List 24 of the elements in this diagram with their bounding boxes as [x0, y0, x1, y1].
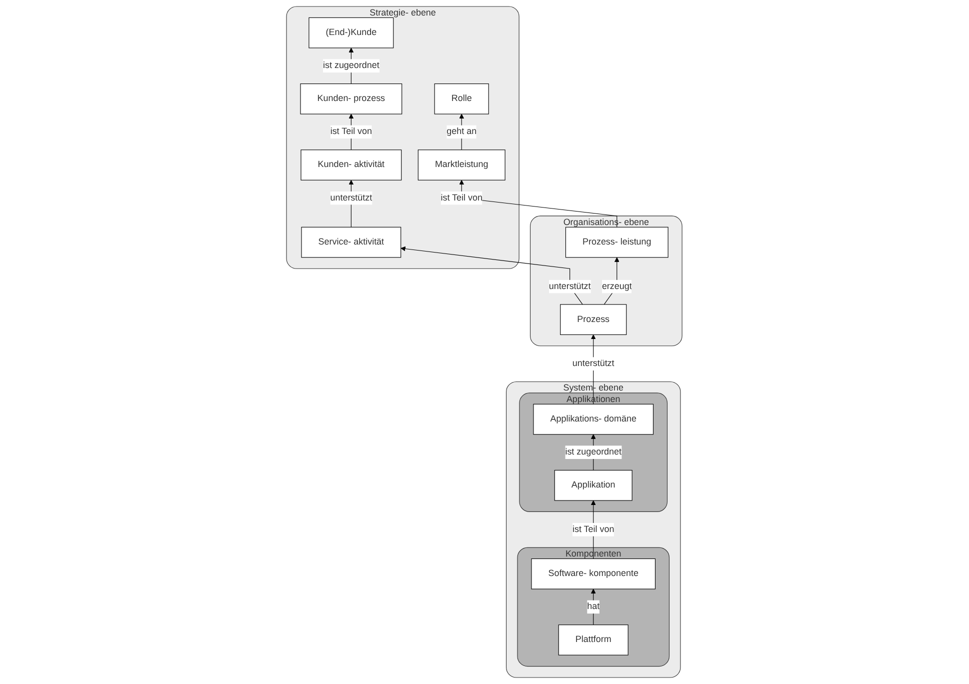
node-box: Prozess — [560, 304, 627, 335]
node-box: Kunden- aktivität — [300, 150, 402, 180]
edge-label: unterstützt — [572, 358, 614, 368]
node-box: (End-)Kunde — [308, 17, 394, 48]
node-box: Plattform — [558, 624, 629, 656]
edge-label: ist Teil von — [572, 524, 614, 534]
edge-label: ist Teil von — [330, 126, 372, 136]
node-box: Service- aktivität — [301, 226, 402, 258]
edge-label: hat — [587, 602, 600, 612]
edge-label: unterstützt — [549, 282, 591, 292]
edge-label: ist Teil von — [440, 193, 483, 203]
edge-label: geht an — [446, 126, 477, 136]
edge-label: erzeugt — [602, 282, 632, 292]
node-box: Rolle — [434, 84, 490, 114]
node-box: Prozess- leistung — [566, 226, 669, 258]
node-box: Software- komponente — [531, 558, 656, 590]
edge-label: ist zugeordnet — [323, 60, 380, 70]
node-box: Kunden- prozess — [300, 84, 402, 114]
arrow — [400, 246, 584, 305]
edge-label: ist zugeordnet — [565, 447, 622, 457]
node-box: Applikation — [554, 470, 633, 501]
node-box: Marktleistung — [418, 150, 506, 180]
node-box: Applikations- domäne — [533, 404, 654, 435]
edge-label: unterstützt — [330, 193, 372, 203]
